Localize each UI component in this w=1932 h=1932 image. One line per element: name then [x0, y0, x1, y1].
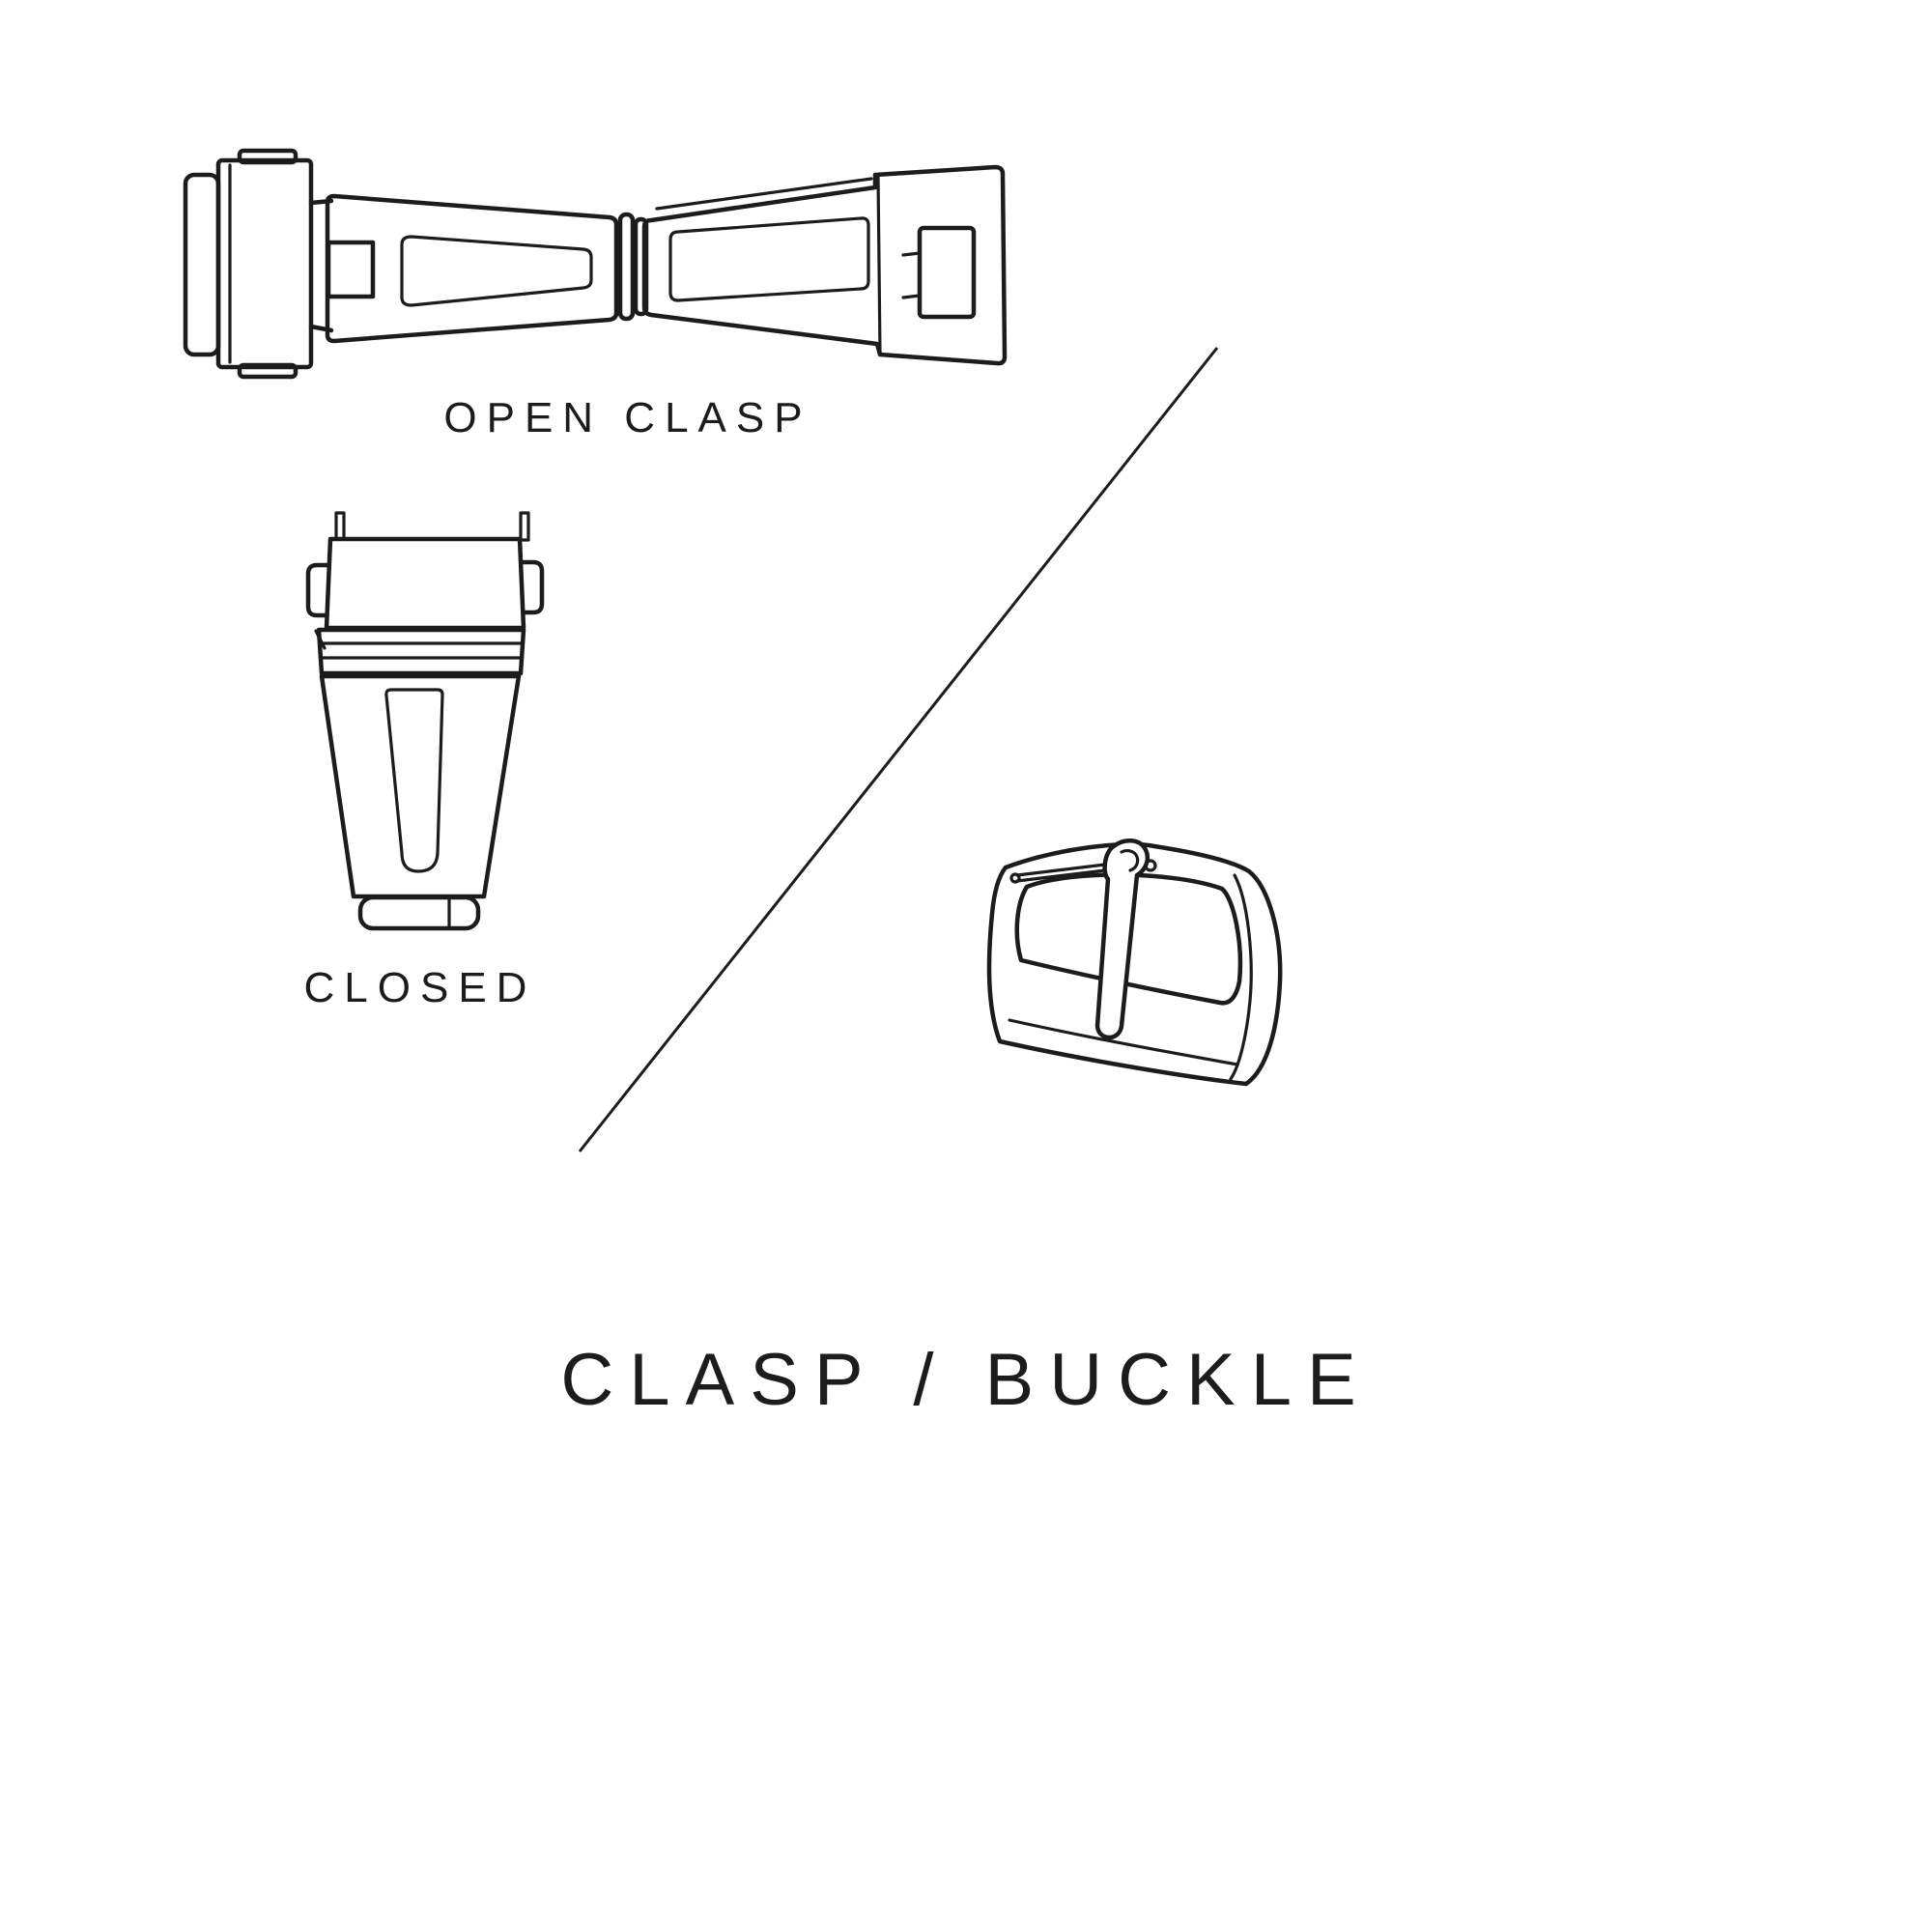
- divider-line: [541, 319, 1236, 1188]
- closed-clasp-illustration: [295, 507, 546, 937]
- closed-clasp-drawing: [305, 511, 545, 931]
- closed-clasp-label: CLOSED: [303, 964, 537, 1011]
- tang-buckle-drawing: [986, 838, 1283, 1087]
- buckle-illustration: [961, 837, 1290, 1117]
- open-clasp-drawing: [183, 148, 1008, 380]
- open-clasp-label: OPEN CLASP: [443, 394, 812, 441]
- diagonal-divider-line: [578, 347, 1219, 1152]
- page-title: CLASP / BUCKLE: [560, 1339, 1372, 1421]
- open-clasp-illustration: [174, 143, 1024, 386]
